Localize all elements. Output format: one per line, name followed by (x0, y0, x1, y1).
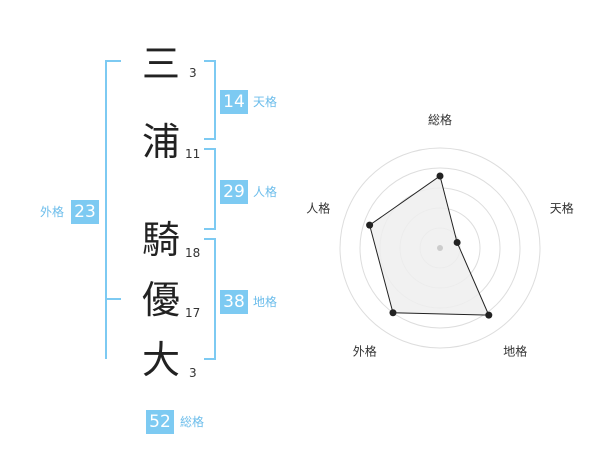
radar-axis-label: 地格 (503, 344, 527, 359)
name-char-3: 騎 (142, 218, 181, 262)
chikaku-label: 地格 (253, 295, 278, 309)
name-char-2: 浦 (142, 120, 181, 164)
radar-axis-label: 外格 (353, 344, 377, 359)
radar-points (366, 172, 493, 319)
gaikaku-label: 外格 (40, 205, 65, 219)
radar-point (389, 309, 397, 317)
jinkaku-value-badge: 29 (220, 180, 248, 204)
radar-polygon (369, 175, 490, 316)
stroke-count-2: 11 (185, 147, 201, 161)
radar-ring (359, 167, 521, 329)
radar-axis-label: 天格 (550, 200, 574, 215)
radar-point (436, 172, 444, 180)
name-char-4: 優 (142, 278, 181, 322)
radar-point (485, 311, 493, 319)
gaikaku-value-badge: 23 (71, 200, 99, 224)
name-char-5: 大 (142, 338, 181, 382)
radar-point (366, 221, 374, 229)
tenkaku-label: 天格 (253, 95, 278, 109)
soukaku-value-badge: 52 (146, 410, 174, 434)
radar-center (437, 245, 443, 251)
name-char-1: 三 (142, 42, 181, 86)
radar-axis-label: 人格 (306, 200, 330, 215)
soukaku-label: 総格 (180, 415, 205, 429)
stroke-count-1: 3 (189, 66, 197, 80)
chikaku-value-badge: 38 (220, 290, 248, 314)
radar-ring (339, 147, 541, 349)
stroke-count-4: 17 (185, 306, 201, 320)
jinkaku-label: 人格 (253, 185, 278, 199)
radar-axis-label: 総格 (428, 112, 452, 127)
stroke-count-5: 3 (189, 366, 197, 380)
stroke-count-3: 18 (185, 246, 201, 260)
tenkaku-value-badge: 14 (220, 90, 248, 114)
radar-point (453, 238, 461, 246)
